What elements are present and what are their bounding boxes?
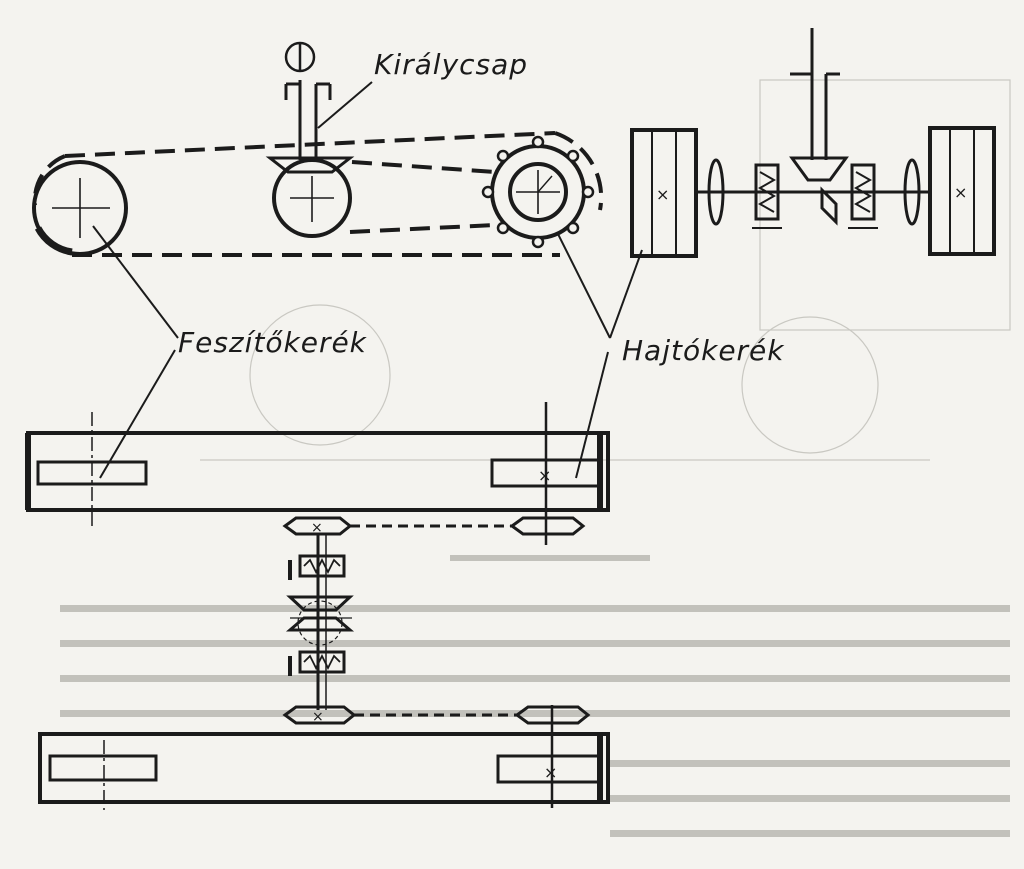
track-plan-view: × × × × xyxy=(25,402,610,810)
axle-transmission: × × xyxy=(630,28,996,258)
tension-wheel-side xyxy=(32,160,128,256)
kingpin-assembly xyxy=(265,41,355,238)
drive-sprocket-side xyxy=(481,135,595,249)
kingpin-label: Királycsap xyxy=(374,48,528,81)
svg-text:×: × xyxy=(538,466,551,485)
svg-text:×: × xyxy=(311,520,323,536)
svg-text:×: × xyxy=(312,709,324,725)
track-chain xyxy=(32,131,604,257)
svg-text:×: × xyxy=(954,183,967,202)
track-side-view xyxy=(32,41,604,257)
drive-wheel-label: Hajtókerék xyxy=(622,334,785,367)
svg-text:×: × xyxy=(656,185,669,204)
tension-wheel-label: Feszítőkerék xyxy=(178,326,368,359)
leader-lines xyxy=(92,81,643,479)
svg-text:×: × xyxy=(544,763,557,782)
